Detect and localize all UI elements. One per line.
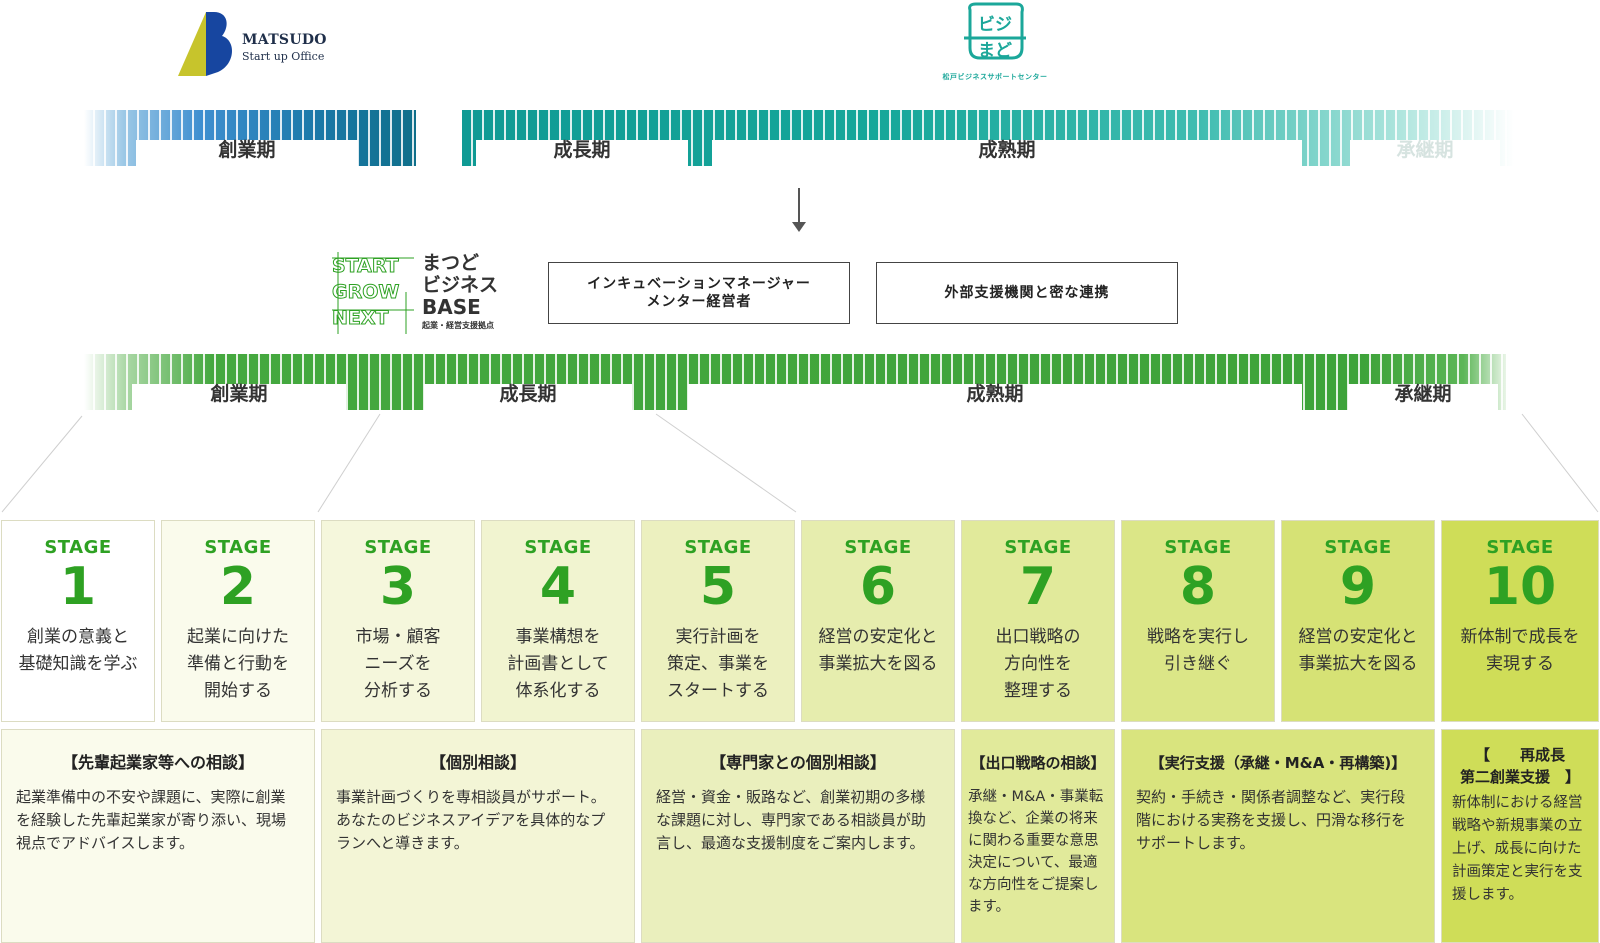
base-logo-jp2: ビジネス bbox=[422, 274, 499, 296]
consult-title: 【実行支援（承継・M&A・再構築)】 bbox=[1149, 754, 1407, 772]
stage-8: STAGE 8 戦略を実行し 引き継ぐ bbox=[1121, 520, 1275, 722]
stage-number: 8 bbox=[1179, 557, 1217, 617]
consult-exit-strategy: 【出口戦略の相談】 承継・M&A・事業転換など、企業の将来に関わる重要な意思決定… bbox=[961, 729, 1115, 943]
bizimado-mark-top: ビジ bbox=[978, 15, 1012, 35]
bottom-bar-label-startup: 創業期 bbox=[210, 383, 268, 405]
stage-description: 新体制で成長を 実現する bbox=[1460, 627, 1580, 674]
matsudo-logo-icon bbox=[178, 12, 233, 76]
top-bar-label-mature: 成熟期 bbox=[978, 139, 1036, 161]
stage-9: STAGE 9 経営の安定化と 事業拡大を図る bbox=[1281, 520, 1435, 722]
external-partner-text: 外部支援機関と密な連携 bbox=[944, 285, 1110, 301]
stage-description: 出口戦略の 方向性を 整理する bbox=[995, 627, 1081, 701]
stage-number: 9 bbox=[1339, 557, 1377, 617]
stage-label: STAGE bbox=[1004, 537, 1072, 558]
stage-5: STAGE 5 実行計画を 策定、事業を スタートする bbox=[641, 520, 795, 722]
external-partner-box: 外部支援機関と密な連携 bbox=[876, 262, 1178, 324]
bottom-bar-label-growth: 成長期 bbox=[499, 383, 557, 405]
consult-title: 【専門家との個別相談】 bbox=[710, 753, 886, 772]
stage-description: 事業構想を 計画書として 体系化する bbox=[507, 627, 609, 701]
consult-body: 経営・資金・販路など、創業初期の多様な課題に対し、専門家である相談員が助言し、最… bbox=[656, 788, 926, 852]
base-word-start: START bbox=[332, 255, 399, 277]
connector-lines bbox=[1, 413, 1599, 513]
consult-body: 事業計画づくりを専相談員がサポート。あなたのビジネスアイデアを具体的なプランへと… bbox=[336, 788, 606, 852]
incubation-manager-line2: メンター経営者 bbox=[646, 294, 752, 310]
bottom-bar-label-succession: 承継期 bbox=[1394, 383, 1452, 405]
bizimado-logo: ビジ まど 松戸ビジネスサポートセンター bbox=[925, 2, 1065, 82]
top-bar-label-growth: 成長期 bbox=[553, 139, 611, 161]
stage-description: 戦略を実行し 引き継ぐ bbox=[1147, 627, 1249, 674]
down-arrow-icon bbox=[798, 188, 800, 226]
stage-label: STAGE bbox=[364, 537, 432, 558]
base-word-grow: GROW bbox=[332, 281, 399, 303]
matsudo-logo-name: MATSUDO bbox=[242, 32, 327, 48]
stage-2: STAGE 2 起業に向けた 準備と行動を 開始する bbox=[161, 520, 315, 722]
bizimado-logo-icon: ビジ まど bbox=[964, 2, 1026, 61]
consult-body: 起業準備中の不安や課題に、実際に創業を経験した先輩起業家が寄り添い、現場視点でア… bbox=[16, 788, 287, 852]
stage-number: 1 bbox=[59, 557, 97, 617]
stage-description: 実行計画を 策定、事業を スタートする bbox=[667, 627, 769, 701]
stage-10: STAGE 10 新体制で成長を 実現する bbox=[1441, 520, 1599, 722]
top-bar-startup-segment: 創業期 bbox=[84, 110, 416, 166]
stage-description: 創業の意義と 基礎知識を学ぶ bbox=[18, 627, 138, 674]
stage-number: 3 bbox=[379, 557, 417, 617]
stage-label: STAGE bbox=[1486, 537, 1554, 558]
start-grow-next-logo-icon: START GROW NEXT bbox=[332, 252, 414, 334]
consult-title: 【個別相談】 bbox=[429, 753, 526, 772]
base-logo-en: BASE bbox=[422, 295, 481, 319]
consult-title: 【出口戦略の相談】 bbox=[970, 754, 1106, 772]
stage-label: STAGE bbox=[524, 537, 592, 558]
stage-label: STAGE bbox=[684, 537, 752, 558]
down-arrow-head-icon bbox=[792, 222, 806, 232]
stage-description: 経営の安定化と 事業拡大を図る bbox=[1298, 627, 1418, 674]
stage-label: STAGE bbox=[1324, 537, 1392, 558]
top-bar-label-succession: 承継期 bbox=[1396, 139, 1454, 161]
base-logo-jp1: まつど bbox=[422, 252, 480, 274]
stage-description: 起業に向けた 準備と行動を 開始する bbox=[187, 627, 289, 701]
consult-title: 【 再成長 第二創業支援 】 bbox=[1459, 746, 1580, 786]
stage-description: 市場・顧客 ニーズを 分析する bbox=[355, 627, 441, 701]
top-bar-growth-segment: 成長期 成熟期 承継期 bbox=[462, 110, 1514, 166]
base-logo-tagline: 起業・経営支援拠点 bbox=[422, 321, 494, 330]
stage-1: STAGE 1 創業の意義と 基礎知識を学ぶ bbox=[1, 520, 155, 722]
incubation-manager-line1: インキュベーションマネージャー bbox=[587, 276, 811, 292]
bizimado-mark-bottom: まど bbox=[978, 41, 1012, 61]
bizimado-caption: 松戸ビジネスサポートセンター bbox=[942, 73, 1048, 81]
matsudo-startup-office-logo: MATSUDO Start up Office bbox=[178, 10, 338, 76]
matsudo-business-base-logo: START GROW NEXT まつど ビジネス BASE 起業・経営支援拠点 bbox=[332, 252, 512, 334]
stage-number: 6 bbox=[859, 557, 897, 617]
stage-label: STAGE bbox=[1164, 537, 1232, 558]
incubation-manager-box: インキュベーションマネージャー メンター経営者 bbox=[548, 262, 850, 324]
stage-3: STAGE 3 市場・顧客 ニーズを 分析する bbox=[321, 520, 475, 722]
stage-label: STAGE bbox=[844, 537, 912, 558]
stage-4: STAGE 4 事業構想を 計画書として 体系化する bbox=[481, 520, 635, 722]
consult-body: 承継・M&A・事業転換など、企業の将来に関わる重要な意思決定について、最適な方向… bbox=[968, 789, 1104, 915]
consult-expert: 【専門家との個別相談】 経営・資金・販路など、創業初期の多様な課題に対し、専門家… bbox=[641, 729, 955, 943]
stage-number: 10 bbox=[1483, 557, 1557, 617]
consult-regrowth: 【 再成長 第二創業支援 】 新体制における経営戦略や新規事業の立上げ、成長に向… bbox=[1441, 729, 1599, 943]
top-bar-label-startup: 創業期 bbox=[218, 139, 276, 161]
base-word-next: NEXT bbox=[332, 307, 389, 329]
stage-number: 4 bbox=[539, 557, 577, 617]
consult-execution-support: 【実行支援（承継・M&A・再構築)】 契約・手続き・関係者調整など、実行段階にお… bbox=[1121, 729, 1435, 943]
consult-individual: 【個別相談】 事業計画づくりを専相談員がサポート。あなたのビジネスアイデアを具体… bbox=[321, 729, 635, 943]
consult-title: 【先輩起業家等への相談】 bbox=[61, 753, 254, 772]
bottom-bar: 創業期 成長期 成熟期 承継期 bbox=[84, 354, 1506, 410]
bottom-bar-label-mature: 成熟期 bbox=[966, 383, 1024, 405]
stage-number: 5 bbox=[699, 557, 737, 617]
matsudo-logo-sub: Start up Office bbox=[242, 50, 325, 63]
consult-body: 新体制における経営戦略や新規事業の立上げ、成長に向けた計画策定と実行を支援します… bbox=[1452, 795, 1583, 903]
stage-label: STAGE bbox=[204, 537, 272, 558]
stage-7: STAGE 7 出口戦略の 方向性を 整理する bbox=[961, 520, 1115, 722]
consult-senior-entrepreneur: 【先輩起業家等への相談】 起業準備中の不安や課題に、実際に創業を経験した先輩起業… bbox=[1, 729, 315, 943]
stage-number: 7 bbox=[1019, 557, 1057, 617]
stage-number: 2 bbox=[219, 557, 257, 617]
stage-6: STAGE 6 経営の安定化と 事業拡大を図る bbox=[801, 520, 955, 722]
stage-description: 経営の安定化と 事業拡大を図る bbox=[818, 627, 938, 674]
consult-body: 契約・手続き・関係者調整など、実行段階における実務を支援し、円滑な移行をサポート… bbox=[1136, 788, 1407, 852]
stage-label: STAGE bbox=[44, 537, 112, 558]
